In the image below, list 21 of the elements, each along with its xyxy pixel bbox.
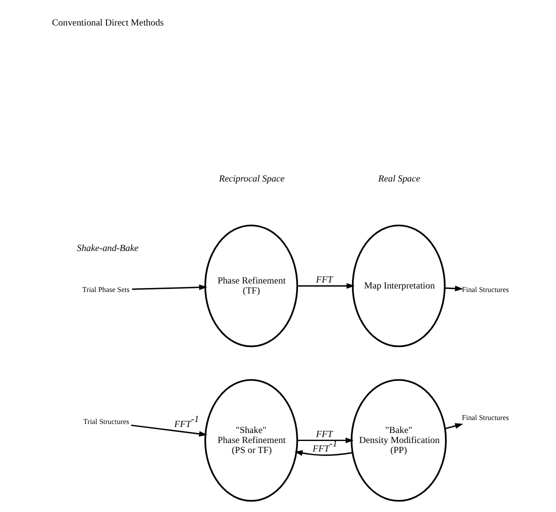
arrow bbox=[296, 283, 354, 289]
node-text: Final Structures bbox=[461, 284, 508, 294]
node-ellipse: Map Interpretation bbox=[351, 224, 446, 348]
edge-label: FFT bbox=[316, 276, 332, 286]
node-ellipse: Phase Refinement (TF) bbox=[204, 224, 298, 348]
node-text: Trial Structures bbox=[82, 417, 129, 426]
label: Shake-and-Bake bbox=[76, 244, 138, 254]
label: Conventional Direct Methods bbox=[52, 18, 164, 29]
node-text: Final Structures bbox=[461, 413, 508, 422]
label: Real Space bbox=[378, 174, 420, 185]
node-text: Trial Phase Sets bbox=[82, 284, 130, 294]
arrow bbox=[296, 438, 354, 444]
arrow bbox=[444, 423, 463, 430]
edge-label: FFT bbox=[316, 430, 332, 440]
label: Reciprocal Space bbox=[218, 174, 284, 185]
node-ellipse: "Bake" Density Modification (PP) bbox=[350, 379, 446, 502]
arrow bbox=[444, 286, 463, 292]
arrow bbox=[294, 450, 352, 456]
node-ellipse: "Shake" Phase Refinement (PS or TF) bbox=[204, 379, 298, 502]
arrow bbox=[132, 284, 207, 290]
arrow bbox=[130, 424, 207, 437]
